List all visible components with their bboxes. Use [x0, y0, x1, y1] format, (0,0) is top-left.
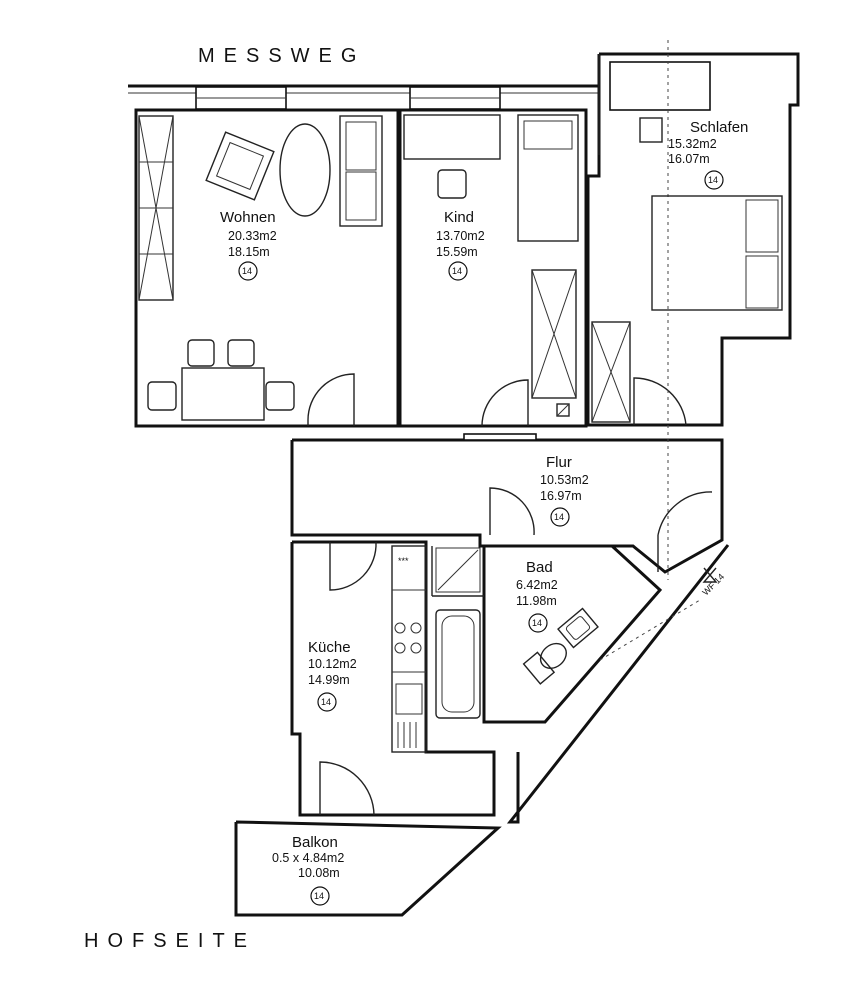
wf-symbol	[702, 567, 718, 583]
chair-2	[227, 339, 255, 367]
room-flur: Flur 10.53m2 16.97m 14	[540, 454, 589, 527]
door-flur-top	[463, 433, 537, 441]
room-area-schlafen: 15.32m2	[668, 137, 717, 151]
wall-kind	[398, 108, 588, 428]
door-wohnen	[307, 373, 355, 426]
oval-table	[279, 123, 331, 217]
room-kind: Kind 13.70m2 15.59m 14	[436, 209, 485, 281]
room-area-kueche: 10.12m2	[308, 657, 357, 671]
room-perimeter-schlafen: 16.07m	[668, 152, 710, 166]
window-schlafen	[609, 61, 711, 111]
burner-1	[394, 622, 406, 634]
washbasin	[557, 607, 599, 649]
room-name-flur: Flur	[546, 454, 572, 471]
bathtub	[435, 609, 481, 719]
room-perimeter-wohnen: 18.15m	[228, 245, 270, 259]
sofa	[339, 115, 383, 227]
armchair	[205, 131, 275, 201]
wall-balkon	[234, 820, 502, 917]
room-perimeter-kueche: 14.99m	[308, 673, 350, 687]
chair-3	[147, 381, 177, 411]
kitchen-counter	[391, 545, 427, 753]
room-kueche: Küche 10.12m2 14.99m 14	[308, 639, 357, 712]
toilet	[522, 642, 567, 685]
wall-flur	[290, 438, 724, 574]
room-name-balkon: Balkon	[292, 834, 338, 851]
room-bad: Bad 6.42m2 11.98m 14	[516, 559, 558, 633]
windows	[195, 61, 711, 111]
wall-schlafen	[586, 52, 800, 427]
room-perimeter-bad: 11.98m	[516, 594, 557, 608]
marker-flur	[550, 507, 570, 527]
room-area-bad: 6.42m2	[516, 578, 558, 592]
door-entrance	[657, 491, 713, 572]
room-area-flur: 10.53m2	[540, 473, 589, 487]
room-area-kind: 13.70m2	[436, 229, 485, 243]
door-bad	[489, 487, 535, 536]
room-perimeter-kind: 15.59m	[436, 245, 478, 259]
street-label-bottom: HOFSEITE	[84, 930, 256, 952]
chair-4	[265, 381, 295, 411]
wardrobe-schlafen	[591, 321, 631, 423]
marker-label-bad: 14	[532, 618, 542, 628]
chair-1	[187, 339, 215, 367]
room-name-kind: Kind	[444, 209, 474, 226]
bed-kind	[517, 114, 579, 242]
marker-label-kueche: 14	[321, 697, 331, 707]
room-name-schlafen: Schlafen	[690, 119, 748, 136]
bed-schlafen	[651, 195, 783, 311]
marker-label-wohnen: 14	[242, 266, 252, 276]
marker-label-flur: 14	[554, 512, 564, 522]
marker-wohnen	[238, 261, 258, 281]
wall-diagonal	[506, 544, 730, 824]
desk-kind	[403, 114, 501, 160]
chimney	[556, 403, 570, 417]
burner-2	[410, 622, 422, 634]
room-perimeter-balkon: 10.08m	[298, 866, 340, 880]
marker-label-schlafen: 14	[708, 175, 718, 185]
door-schlafen	[633, 377, 687, 426]
wardrobe-kind	[531, 269, 577, 399]
dining-table	[181, 367, 265, 421]
wall-bad	[482, 544, 663, 724]
wf-annotation: WF 14	[700, 567, 726, 597]
marker-schlafen	[704, 170, 724, 190]
marker-label-balkon: 14	[314, 891, 324, 901]
door-balkon	[319, 761, 375, 816]
room-name-kueche: Küche	[308, 639, 351, 656]
doors	[307, 373, 713, 816]
room-balkon: Balkon 0.5 x 4.84m2 10.08m 14	[272, 834, 344, 906]
marker-kueche	[317, 692, 337, 712]
guide-line-2	[599, 599, 701, 661]
marker-kind	[448, 261, 468, 281]
wall-wohnen	[134, 108, 400, 428]
room-perimeter-flur: 16.97m	[540, 489, 582, 503]
room-area-balkon: 0.5 x 4.84m2	[272, 851, 344, 865]
room-wohnen: Wohnen 20.33m2 18.15m 14	[220, 209, 277, 281]
room-schlafen: Schlafen 15.32m2 16.07m 14	[668, 119, 748, 190]
room-name-wohnen: Wohnen	[220, 209, 276, 226]
marker-bad	[528, 613, 548, 633]
burner-4	[410, 642, 422, 654]
stove-marks: ***	[398, 556, 409, 566]
kitchen-sink	[395, 683, 423, 715]
room-area-wohnen: 20.33m2	[228, 229, 277, 243]
nightstand	[639, 117, 663, 143]
marker-label-kind: 14	[452, 266, 462, 276]
street-label-top: MESSWEG	[198, 45, 365, 67]
room-name-bad: Bad	[526, 559, 553, 576]
shower	[435, 547, 481, 593]
furniture: ***	[138, 114, 783, 753]
marker-balkon	[310, 886, 330, 906]
door-kueche	[329, 541, 377, 591]
burner-3	[394, 642, 406, 654]
chair-kind	[437, 169, 467, 199]
door-kind	[481, 379, 529, 427]
